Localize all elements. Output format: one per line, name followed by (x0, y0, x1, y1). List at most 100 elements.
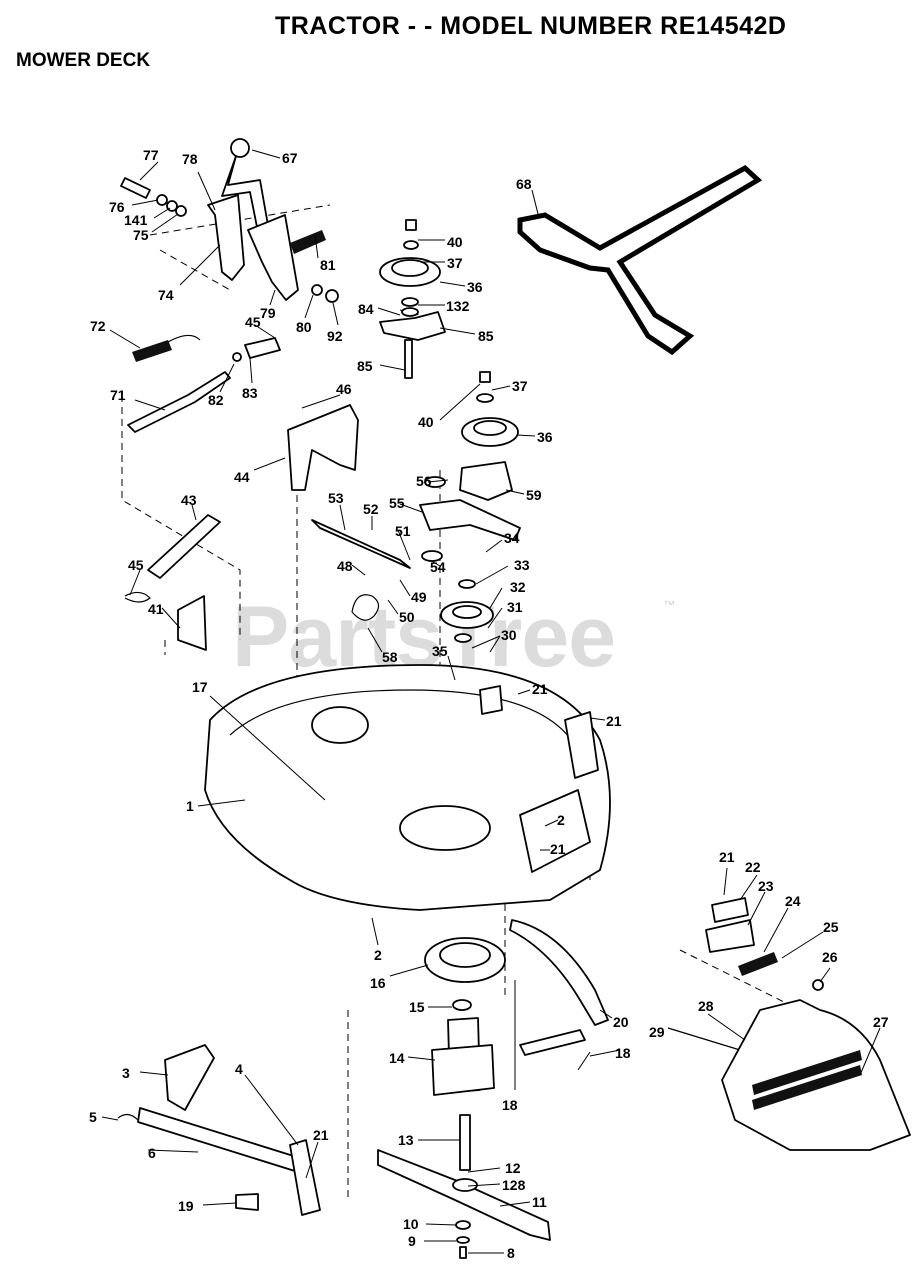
belt-guard-44 (287, 404, 359, 491)
callout-41: 41 (148, 601, 164, 617)
callout-59: 59 (526, 487, 542, 503)
callout-21e: 21 (719, 849, 735, 865)
callout-75: 76 (109, 199, 125, 215)
bracket-4-part (289, 1139, 321, 1216)
callout-3: 3 (122, 1065, 130, 1081)
callout-8: 8 (507, 1245, 515, 1261)
callout-37b: 37 (512, 378, 528, 394)
lift-lever-assembly (120, 138, 339, 303)
idler-pulley-lower (459, 371, 519, 501)
callout-51: 51 (395, 523, 411, 539)
callout-18b: 18 (615, 1045, 631, 1061)
bracket-22-part (711, 897, 749, 923)
callout-26: 26 (822, 949, 838, 965)
height-adjust-links (124, 334, 281, 651)
knob-67-part (230, 138, 250, 158)
callout-37a: 37 (447, 255, 463, 271)
callout-16: 16 (370, 975, 386, 991)
link-43-part (147, 514, 221, 579)
callout-18a: 18 (502, 1097, 518, 1113)
arm-55-part (419, 499, 521, 541)
callout-28: 28 (698, 998, 714, 1014)
callout-14: 14 (389, 1050, 405, 1066)
callout-27: 27 (873, 1014, 889, 1030)
callout-33: 33 (514, 557, 530, 573)
plate-78-part (247, 214, 299, 301)
bracket-73-part (207, 194, 245, 281)
bracket-23-part (705, 919, 755, 953)
callout-92: 92 (327, 328, 343, 344)
callout-34: 34 (504, 530, 520, 546)
guard-59-part (459, 461, 513, 501)
callout-141: 141 (124, 212, 148, 228)
callout-52: 52 (363, 501, 379, 517)
callout-80: 81 (320, 257, 336, 273)
callout-25: 25 (823, 919, 839, 935)
callout-30: 30 (501, 627, 517, 643)
blade-11 (377, 1149, 551, 1259)
callout-1: 1 (186, 798, 194, 814)
callout-36a: 36 (467, 279, 483, 295)
callout-44: 44 (234, 469, 250, 485)
spindle-assembly (424, 937, 506, 1171)
callout-10: 10 (403, 1216, 419, 1232)
callout-12: 12 (505, 1160, 521, 1176)
callout-24: 24 (785, 893, 801, 909)
link-6-part (137, 1107, 301, 1173)
callout-84: 85 (478, 328, 494, 344)
section-subtitle: MOWER DECK (16, 50, 151, 71)
callout-81: 82 (208, 392, 224, 408)
idler-pulley-upper (379, 219, 446, 379)
callout-45a: 45 (245, 314, 261, 330)
bracket-84-part (379, 311, 446, 341)
callout-79: 80 (296, 319, 312, 335)
callout-53: 53 (328, 490, 344, 506)
callout-54: 54 (430, 559, 446, 575)
callout-9: 9 (408, 1233, 416, 1249)
callout-36b: 36 (537, 429, 553, 445)
mower-deck-1 (204, 664, 611, 911)
rod-71-part (127, 371, 231, 433)
callout-55: 55 (389, 495, 405, 511)
callout-31: 31 (507, 599, 523, 615)
callout-5: 5 (89, 1109, 97, 1125)
pin-76-part (120, 177, 151, 199)
callout-46: 46 (336, 381, 352, 397)
bracket-82-part (244, 337, 281, 359)
callout-68: 68 (516, 176, 532, 192)
callout-74: 75 (133, 227, 149, 243)
rear-hanger-20 (509, 919, 609, 1056)
callout-20: 20 (613, 1014, 629, 1030)
callout-29: 29 (649, 1024, 665, 1040)
link-41-part (177, 595, 207, 651)
callout-78: 79 (260, 305, 276, 321)
callout-132: 132 (446, 298, 470, 314)
callout-83: 84 (358, 301, 374, 317)
bolt-85-part (404, 339, 413, 379)
callout-77: 78 (182, 151, 198, 167)
callout-2b: 2 (374, 947, 382, 963)
page-title: TRACTOR - - MODEL NUMBER RE14542D (275, 12, 787, 40)
callout-56: 56 (416, 473, 432, 489)
callout-67: 67 (282, 150, 298, 166)
callout-19: 19 (178, 1198, 194, 1214)
idler-arm-assembly (311, 476, 521, 643)
callout-15: 15 (409, 999, 425, 1015)
spring-72-part (132, 340, 172, 362)
callout-17: 17 (192, 679, 208, 695)
callout-43: 43 (181, 492, 197, 508)
chute-27-part (721, 999, 911, 1151)
callout-72: 72 (90, 318, 106, 334)
callout-35: 35 (432, 643, 448, 659)
callout-21c: 21 (550, 841, 566, 857)
callout-48: 48 (337, 558, 353, 574)
callout-6: 6 (148, 1145, 156, 1161)
callout-21d: 21 (313, 1127, 329, 1143)
callout-71: 71 (110, 387, 126, 403)
callout-128: 128 (502, 1177, 526, 1193)
callout-40b: 40 (418, 414, 434, 430)
callout-40a: 40 (447, 234, 463, 250)
callout-85: 85 (357, 358, 373, 374)
callout-11: 11 (532, 1194, 547, 1210)
callout-13: 13 (398, 1132, 414, 1148)
